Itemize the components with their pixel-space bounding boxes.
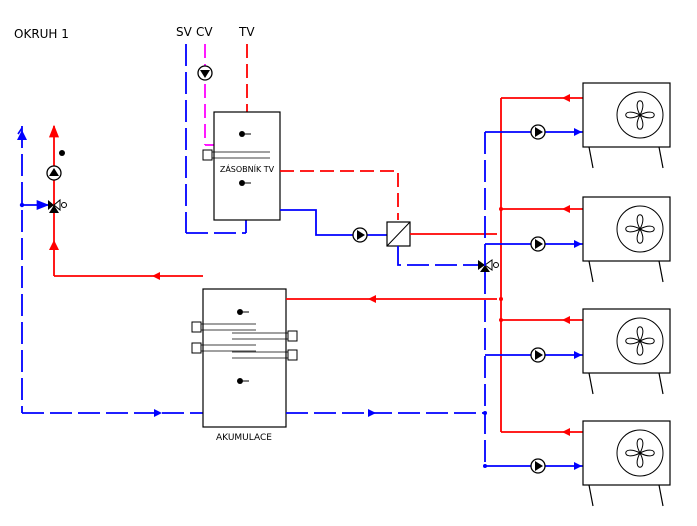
tank-to-exchanger-return [280, 209, 387, 236]
junction-dot [499, 297, 503, 301]
heat-exchanger-diagonal [386, 221, 411, 247]
flow-arrow-icon [574, 128, 582, 136]
unit-feet [588, 484, 664, 507]
hot-water-label: TV [238, 25, 255, 39]
flow-arrow-icon [152, 272, 160, 280]
heat-pump-2 [485, 196, 671, 283]
exchanger-to-tank-supply [280, 170, 399, 220]
pump-direction-icon [49, 168, 59, 176]
fan-blades-icon [625, 326, 655, 356]
flow-arrow-icon [574, 462, 582, 470]
dhw-tank-label: ZÁSOBNÍK TV [220, 163, 275, 174]
pump-direction-icon [535, 127, 543, 137]
pump-direction-icon [535, 461, 543, 471]
heat-pump-1 [485, 82, 671, 169]
accumulation-tank: AKUMULACE [191, 288, 497, 443]
three-way-valve-lower-icon [480, 265, 490, 272]
dhw-heating-loop [280, 170, 499, 272]
flow-arrow-icon [574, 351, 582, 359]
accumulation-tank-label: AKUMULACE [216, 433, 272, 443]
pump-direction-icon [535, 350, 543, 360]
temperature-sensor-icon [237, 309, 243, 315]
three-way-valve-port-icon [53, 198, 61, 212]
fan-blades-icon [625, 100, 655, 130]
three-way-valve-icon [48, 200, 54, 210]
dhw-connections [185, 44, 248, 234]
return-arrow-head [17, 127, 23, 135]
temperature-sensor-icon [239, 180, 245, 186]
pump-direction-icon [357, 230, 365, 240]
temperature-sensor-icon [59, 150, 65, 156]
flow-arrow-icon [562, 428, 570, 436]
heater-flange-icon [191, 342, 202, 354]
flow-arrow-icon [562, 316, 570, 324]
flow-arrow-icon [368, 295, 376, 303]
fan-blades-icon [625, 438, 655, 468]
three-way-valve-icon [478, 260, 485, 270]
unit-feet [588, 146, 664, 169]
heater-flange-icon [287, 330, 298, 342]
exchanger-return [397, 246, 478, 266]
circuit-label: OKRUH 1 [14, 27, 69, 41]
unit-feet [588, 372, 664, 395]
collectors [483, 98, 503, 468]
fan-blades-icon [625, 214, 655, 244]
flow-arrow-icon [562, 205, 570, 213]
unit-feet [588, 260, 664, 283]
valve-actuator-icon [61, 202, 67, 208]
return-arrow-icon [17, 130, 27, 140]
flow-arrow-icon [574, 240, 582, 248]
temperature-sensor-icon [237, 378, 243, 384]
heater-flange-icon [287, 349, 298, 361]
dhw-tank: ZÁSOBNÍK TV [202, 111, 281, 221]
heating-circuit [17, 124, 203, 417]
junction-dot [483, 411, 487, 415]
junction-dot [19, 202, 25, 208]
dhw-tank-body [213, 111, 281, 221]
flow-arrow-icon [368, 409, 376, 417]
temperature-sensor-icon [239, 131, 245, 137]
pump-direction-icon [200, 70, 210, 78]
three-way-valve-port-icon [484, 259, 493, 271]
heat-pump-4 [485, 420, 671, 507]
three-way-valve-lower-icon [49, 205, 59, 213]
cold-water-label: SV [176, 25, 193, 39]
flow-arrow-icon [562, 94, 570, 102]
pump-direction-icon [535, 239, 543, 249]
heater-flange-icon [191, 321, 202, 333]
heat-pump-3 [485, 308, 671, 395]
circulation-label: CV [196, 25, 213, 39]
flow-arrow-icon [154, 409, 162, 417]
heater-flange-icon [202, 149, 213, 161]
valve-actuator-icon [493, 262, 499, 268]
supply-arrow-icon [49, 240, 59, 250]
